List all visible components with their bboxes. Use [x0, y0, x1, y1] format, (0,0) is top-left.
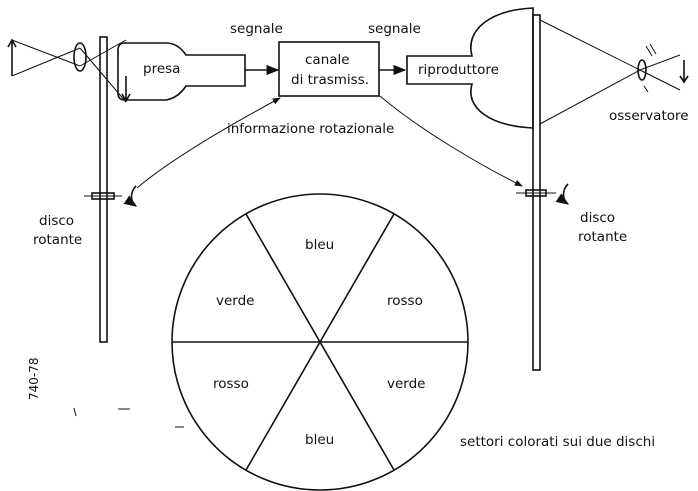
disco-left-label-1: disco — [39, 213, 74, 229]
rotation-info-arrow-right — [379, 95, 523, 187]
sector-disc: bleu rosso verde bleu rosso verde — [171, 193, 469, 491]
disco-right-label-2: rotante — [578, 229, 627, 245]
presa-label: presa — [143, 61, 180, 77]
scan-marks — [73, 407, 184, 428]
source-object — [7, 38, 81, 77]
segnale-label-2: segnale — [368, 21, 421, 37]
canale-label-2: di trasmiss. — [291, 72, 369, 88]
right-disc-axle — [516, 189, 556, 197]
sector-label-lower-right: verde — [387, 376, 425, 392]
sector-label-top: bleu — [305, 237, 334, 253]
disco-left-label-2: rotante — [33, 232, 82, 248]
canale-box — [278, 41, 380, 97]
observer-eye — [637, 59, 647, 81]
left-disc-axle — [84, 192, 122, 200]
rotation-info-arrow-left — [136, 97, 281, 189]
left-disc-bar — [99, 36, 108, 343]
settori-caption: settori colorati sui due dischi — [460, 434, 655, 450]
left-rotation-arrow — [123, 185, 138, 207]
image-rays-left — [79, 39, 131, 103]
segnale-label-1: segnale — [230, 21, 283, 37]
camera-lens — [73, 42, 87, 72]
observer-rays — [539, 19, 689, 125]
sector-label-bottom: bleu — [305, 432, 334, 448]
figure-code: 740-78 — [27, 357, 41, 400]
sector-label-upper-left: verde — [216, 293, 254, 309]
right-rotation-arrow — [555, 183, 570, 205]
canale-label-1: canale — [305, 52, 350, 68]
informazione-label: informazione rotazionale — [227, 121, 394, 137]
riproduttore-label: riproduttore — [418, 62, 499, 78]
sector-label-lower-left: rosso — [213, 376, 249, 392]
presa-tube — [117, 42, 246, 101]
disco-right-label-1: disco — [580, 210, 615, 226]
osservatore-label: osservatore — [609, 108, 689, 124]
sector-label-upper-right: rosso — [387, 293, 423, 309]
eye-marks — [643, 43, 657, 93]
